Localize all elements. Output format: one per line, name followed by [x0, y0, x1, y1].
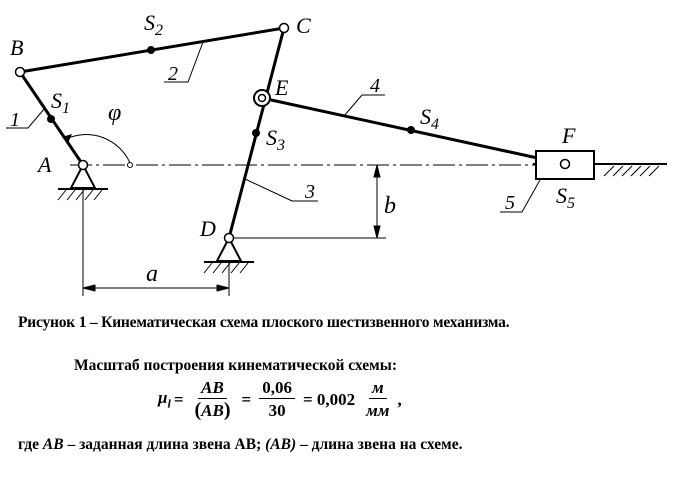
phi-reference-point — [127, 162, 133, 168]
fraction-units: м мм — [363, 378, 392, 421]
label-point-b: B — [10, 35, 23, 60]
unit-numerator: м — [368, 378, 387, 399]
leader-link-3 — [244, 178, 318, 202]
support-a — [57, 162, 108, 201]
equals-2: = — [241, 389, 252, 409]
equals-result: = 0,002 — [302, 389, 356, 409]
unit-denominator: мм — [366, 401, 390, 420]
fraction-ab: AB (AB) — [192, 378, 234, 421]
joint-a — [77, 159, 89, 171]
joint-e — [253, 89, 271, 107]
label-point-e: E — [274, 75, 289, 100]
mass-center-s1 — [47, 115, 55, 123]
label-s1: S1 — [51, 88, 70, 117]
fraction-values-denominator: 30 — [268, 401, 286, 420]
leader-link-5 — [500, 179, 541, 213]
label-s5: S5 — [556, 183, 575, 212]
label-point-f: F — [561, 123, 576, 148]
scale-formula: μl = AB (AB) = 0,06 30 = 0,002 м мм , — [158, 378, 402, 421]
label-link-5: 5 — [505, 192, 515, 214]
note-text: где AB – заданная длина звена AB; (AB) –… — [18, 436, 463, 453]
fraction-ab-denominator: (AB) — [194, 399, 231, 421]
guide-hatching — [603, 165, 660, 177]
fraction-values: 0,06 30 — [259, 378, 295, 421]
label-s4: S4 — [420, 104, 439, 133]
angle-phi-arrow — [62, 134, 72, 143]
joint-d — [223, 232, 235, 244]
leader-link-2 — [164, 41, 204, 83]
label-point-a: A — [36, 152, 52, 177]
label-link-4: 4 — [370, 75, 380, 97]
angle-phi-arc — [65, 134, 131, 164]
label-dimension-b: b — [384, 193, 396, 219]
joint-b — [14, 66, 26, 78]
joint-f — [559, 158, 571, 170]
mu-symbol: μl — [158, 387, 171, 411]
label-link-1: 1 — [10, 109, 20, 131]
label-link-2: 2 — [168, 63, 178, 85]
dimension-a — [82, 190, 230, 296]
leader-link-4 — [343, 94, 385, 117]
dimension-b — [229, 164, 386, 239]
mass-center-s2 — [147, 46, 155, 54]
label-s3: S3 — [266, 125, 285, 154]
fraction-ab-numerator: AB — [198, 378, 227, 399]
label-point-d: D — [199, 216, 216, 241]
joint-c — [278, 22, 290, 34]
figure-caption: Рисунок 1 – Кинематическая схема плоског… — [18, 314, 510, 331]
equals-1: = — [173, 389, 184, 409]
label-link-3: 3 — [304, 181, 315, 203]
label-s2: S2 — [144, 10, 163, 39]
leader-link-1 — [6, 107, 46, 129]
mechanism-diagram: A B C D E F S1 S2 S3 S4 S5 1 2 3 4 5 φ a… — [6, 10, 667, 296]
label-dimension-a: a — [146, 261, 158, 287]
fraction-values-numerator: 0,06 — [259, 378, 295, 399]
scale-title: Масштаб построения кинематической схемы: — [74, 357, 397, 374]
mass-center-s3 — [252, 129, 260, 137]
label-point-c: C — [296, 13, 311, 38]
formula-end: , — [397, 389, 402, 409]
label-angle-phi: φ — [108, 100, 121, 126]
mass-center-s4 — [407, 126, 415, 134]
